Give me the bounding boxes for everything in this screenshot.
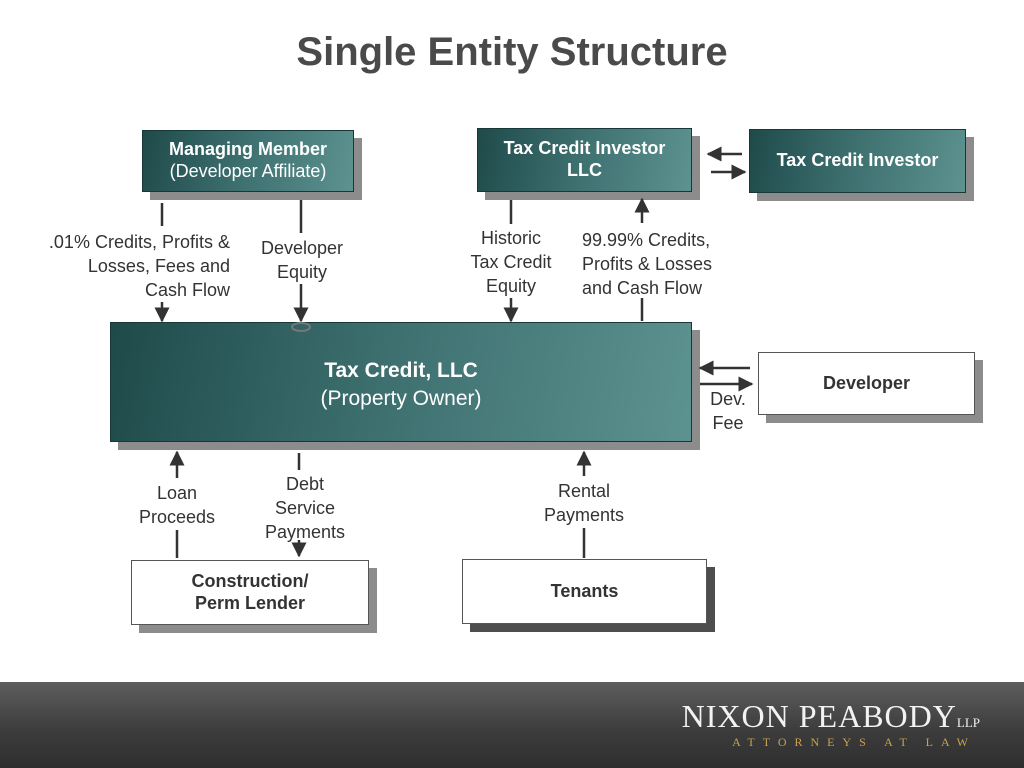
tc-investor-name: Tax Credit Investor [776, 150, 939, 171]
page-title: Single Entity Structure [296, 30, 728, 74]
historic-equity-line: Equity [485, 276, 537, 296]
mm-flow-line: Cash Flow [144, 280, 230, 300]
firm-logo-name: NIXON PEABODY [681, 698, 957, 734]
equity-connector-dot [291, 322, 311, 332]
debt-service-label: Debt Service Payments [245, 472, 365, 544]
lender-line2: Perm Lender [194, 592, 306, 613]
mm-flow-line: .01% Credits, Profits & [48, 232, 230, 252]
investor-flow-line: 99.99% Credits, [582, 230, 711, 250]
dev-equity-line: Equity [276, 262, 328, 282]
rental-payments-label: Rental Payments [524, 479, 644, 527]
tenants-name: Tenants [550, 580, 619, 601]
tax-credit-llc-box: Tax Credit, LLC (Property Owner) [110, 322, 692, 442]
tc-investor-llc-line1: Tax Credit Investor [503, 138, 666, 159]
loan-proceeds-line: Proceeds [138, 507, 216, 527]
footer-bar: NIXON PEABODYLLP ATTORNEYS AT LAW [0, 682, 1024, 768]
lender-line1: Construction/ [191, 570, 309, 591]
investor-flow-line: and Cash Flow [582, 278, 703, 298]
debt-service-line: Payments [264, 522, 346, 542]
firm-tagline: ATTORNEYS AT LAW [732, 735, 976, 749]
dev-fee-label: Dev. Fee [698, 387, 758, 435]
tax-credit-llc-role: (Property Owner) [320, 387, 482, 410]
loan-proceeds-line: Loan [156, 483, 198, 503]
tc-investor-box: Tax Credit Investor [749, 129, 966, 193]
rental-payments-line: Rental [557, 481, 611, 501]
tc-investor-llc-box: Tax Credit Investor LLC [477, 128, 692, 192]
firm-logo-suffix: LLP [956, 715, 980, 730]
dev-equity-label: Developer Equity [242, 236, 362, 284]
mm-flow-label: .01% Credits, Profits & Losses, Fees and… [20, 230, 230, 302]
dev-fee-line: Fee [712, 413, 744, 433]
debt-service-line: Service [274, 498, 336, 518]
tenants-box: Tenants [462, 559, 707, 624]
managing-member-name: Managing Member [168, 139, 328, 160]
managing-member-role: (Developer Affiliate) [169, 161, 327, 181]
investor-flow-line: Profits & Losses [582, 254, 713, 274]
dev-equity-line: Developer [260, 238, 344, 258]
debt-service-line: Debt [285, 474, 325, 494]
tc-investor-llc-line2: LLC [567, 160, 602, 180]
historic-equity-label: Historic Tax Credit Equity [450, 226, 572, 298]
dev-fee-line: Dev. [710, 389, 746, 409]
developer-box: Developer [758, 352, 975, 415]
mm-flow-line: Losses, Fees and [87, 256, 230, 276]
developer-name: Developer [822, 373, 911, 393]
historic-equity-line: Tax Credit [470, 252, 552, 272]
investor-flow-label: 99.99% Credits, Profits & Losses and Cas… [582, 228, 752, 300]
flow-connectors [154, 146, 754, 558]
tax-credit-llc-name: Tax Credit, LLC [324, 359, 478, 382]
historic-equity-line: Historic [480, 228, 541, 248]
firm-logo: NIXON PEABODYLLP [682, 698, 980, 735]
managing-member-box: Managing Member (Developer Affiliate) [142, 130, 354, 192]
loan-proceeds-label: Loan Proceeds [122, 481, 232, 529]
lender-box: Construction/ Perm Lender [131, 560, 369, 625]
rental-payments-line: Payments [543, 505, 625, 525]
